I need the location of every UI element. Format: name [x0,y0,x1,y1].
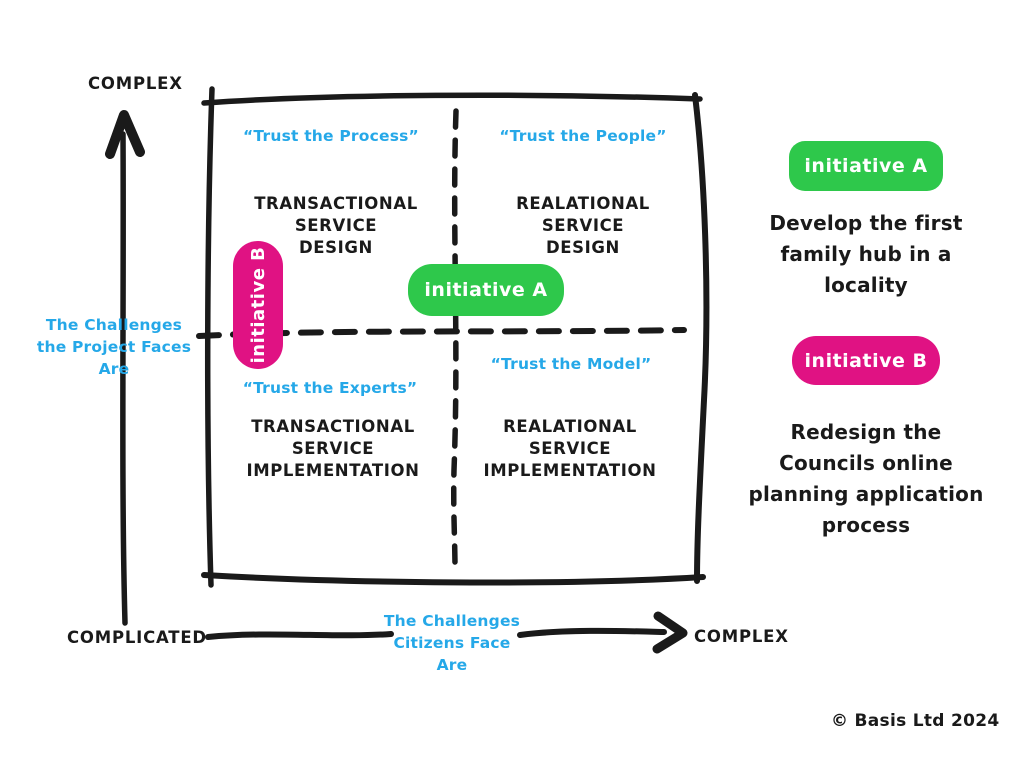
matrix-border-bottom [201,572,706,586]
quadrant-bottom-right-title: REALATIONAL SERVICE IMPLEMENTATION [483,417,657,480]
quadrant-top-left-title: TRANSACTIONAL SERVICE DESIGN [254,194,418,257]
initiative-a-sticker: initiative A [408,264,564,316]
initiative-b-sticker: initiative B [233,241,283,369]
legend-initiative-a-pill: initiative A [789,141,943,191]
x-axis-arrowhead [652,611,688,654]
x-axis-left-segment [205,631,394,640]
quadrant-bottom-left-title: TRANSACTIONAL SERVICE IMPLEMENTATION [246,417,420,480]
y-axis-description: The Challenges the Project Faces Are [36,316,192,378]
matrix-border-left [204,86,215,588]
quadrant-top-left-quote: “Trust the Process” [243,127,419,145]
matrix-border-right [692,92,710,584]
y-axis-top-label: COMPLEX [88,74,183,93]
matrix-border-top [201,92,703,106]
x-axis-left-label: COMPLICATED [67,628,207,647]
x-axis-right-label: COMPLEX [694,627,789,646]
quadrant-bottom-right-quote: “Trust the Model” [490,355,652,373]
quadrant-bottom-left-quote: “Trust the Experts” [242,379,418,397]
quadrant-top-right-title: REALATIONAL SERVICE DESIGN [516,194,650,257]
legend-initiative-b-pill: initiative B [792,336,940,385]
copyright-text: © Basis Ltd 2024 [831,711,1000,731]
quadrant-top-right-quote: “Trust the People” [499,127,667,145]
legend-initiative-b-description: Redesign the Councils online planning ap… [748,420,984,537]
legend-initiative-a-description: Develop the first family hub in a locali… [769,211,963,297]
x-axis-arrow-line [517,627,667,638]
x-axis-description: The Challenges Citizens Face Are [383,612,521,674]
vertical-divider-dashed [450,108,459,570]
y-axis-arrowhead [105,110,145,159]
